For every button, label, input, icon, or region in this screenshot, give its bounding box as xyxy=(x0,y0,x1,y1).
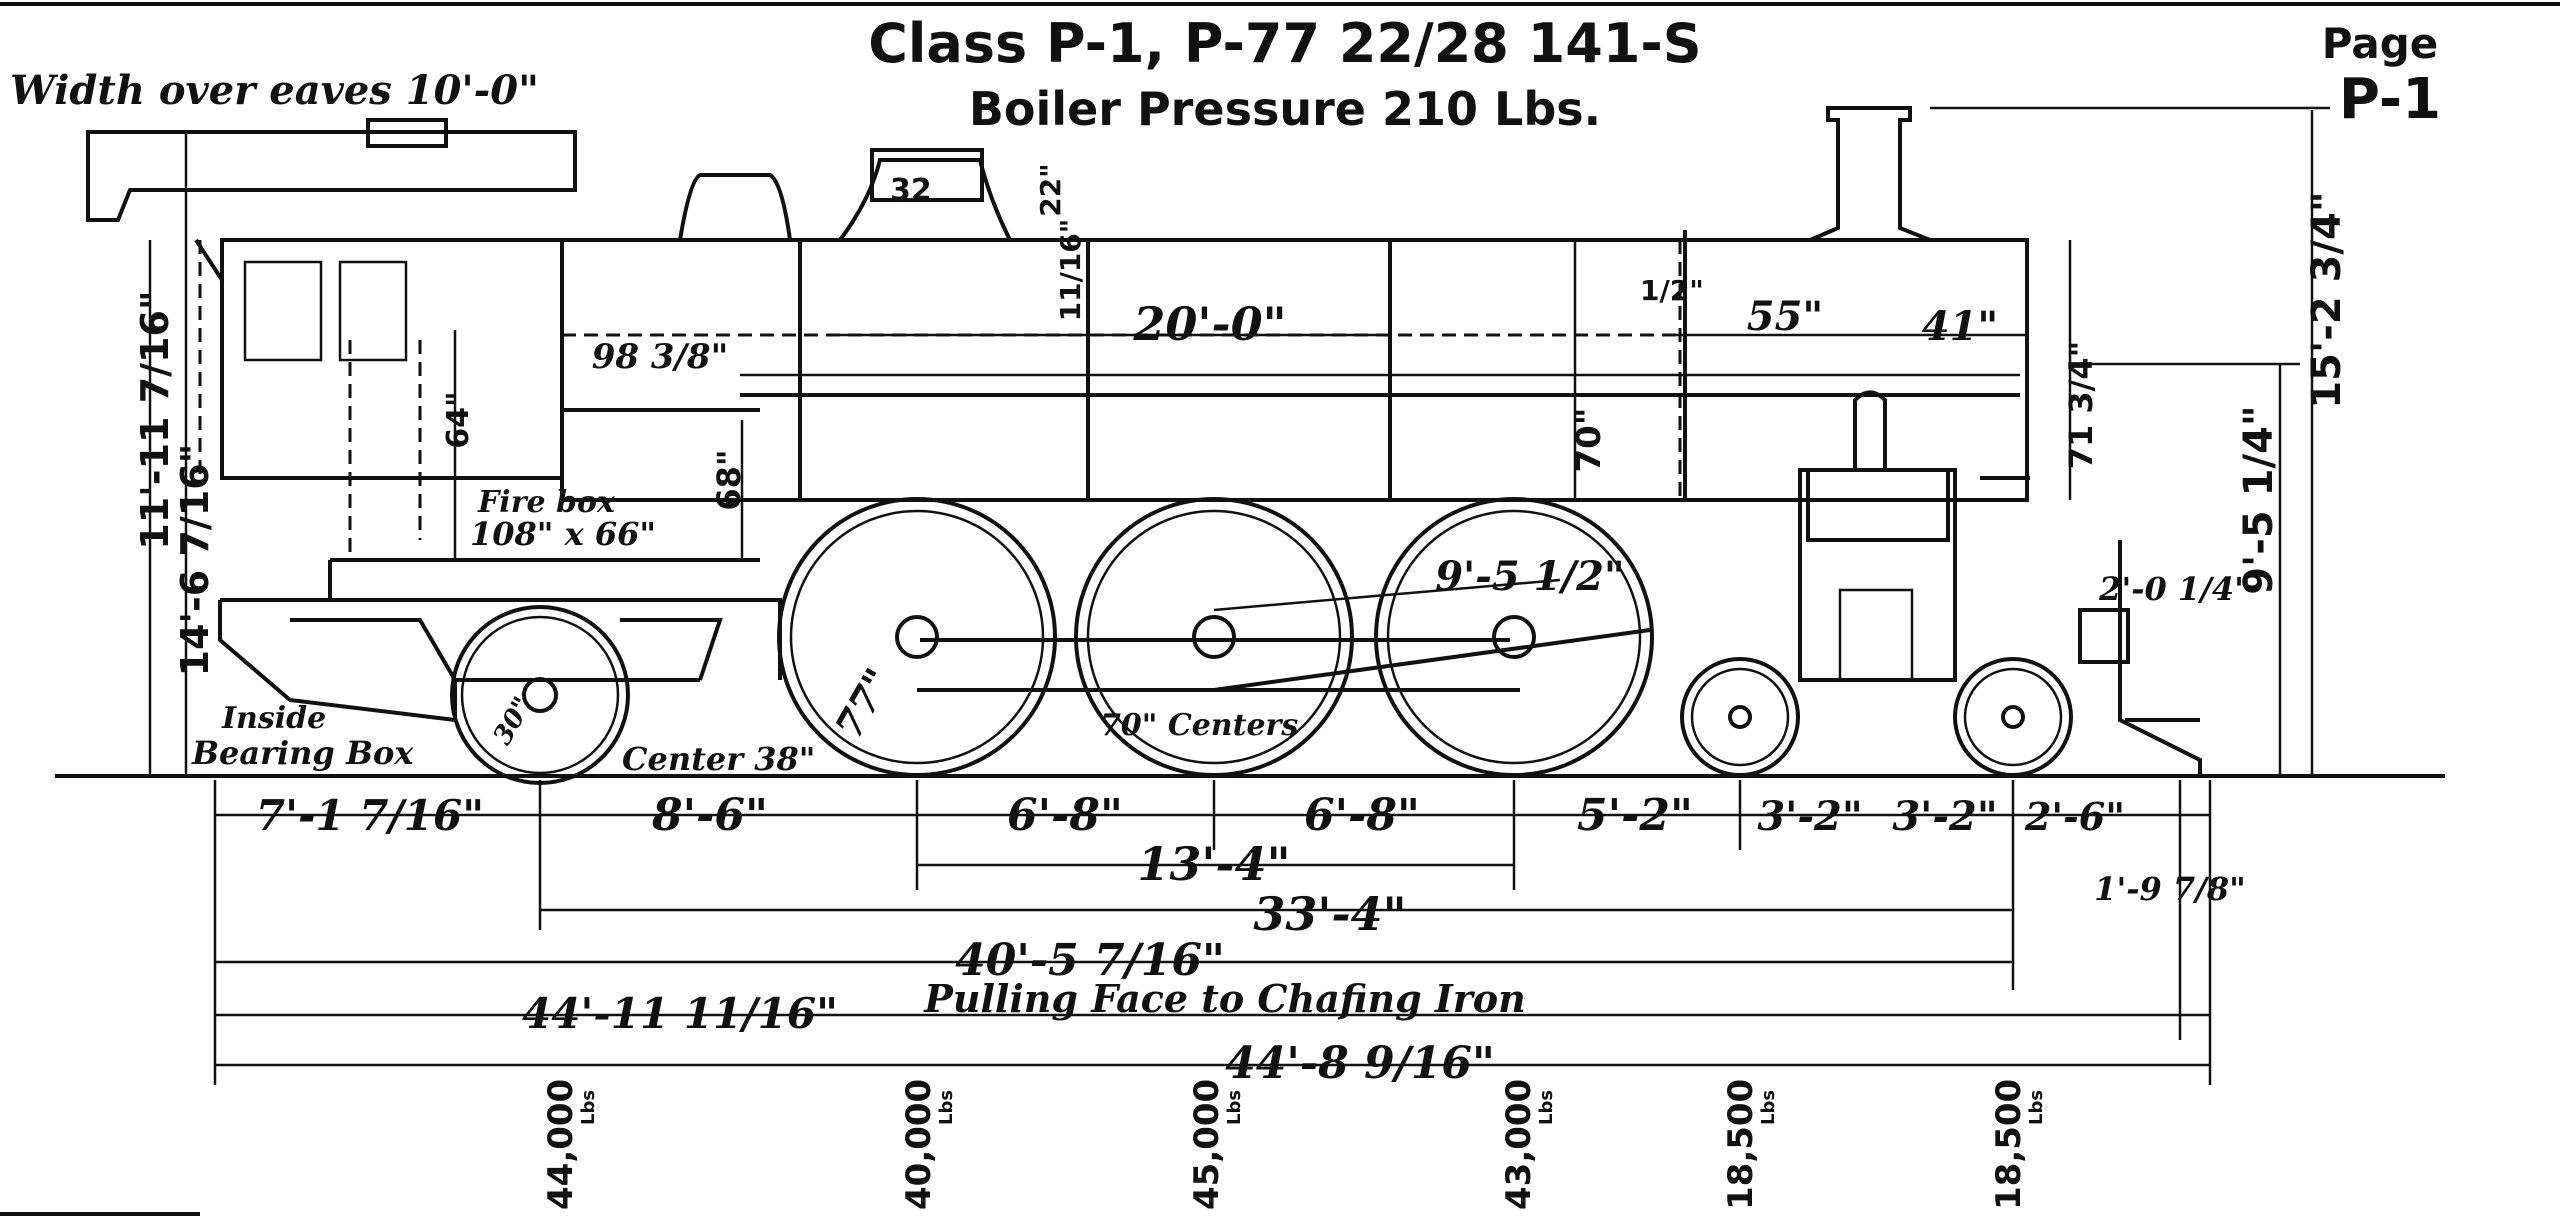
main-rod xyxy=(1213,628,1651,692)
span-7-1-7-16: 7'-1 7/16" xyxy=(256,791,484,840)
dim-70: 70" xyxy=(1569,407,1609,472)
front-end xyxy=(2078,540,2202,776)
axle-load-1: 44,000 Lbs xyxy=(541,1079,599,1210)
driver-wheel-1 xyxy=(777,497,1057,777)
axle-load-5: 18,500 Lbs xyxy=(1721,1079,1779,1210)
boiler xyxy=(560,230,2030,502)
pony-wheel-1 xyxy=(1680,657,1800,777)
width-over-eaves: Width over eaves 10'-0" xyxy=(10,67,539,114)
dim-22: 22" xyxy=(1034,163,1067,217)
height-9-5-1-4: 9'-5 1/4" xyxy=(2236,405,2282,595)
height-11-11-7-16: 11'-11 7/16" xyxy=(133,290,177,549)
firebox-label: Fire box xyxy=(477,485,616,520)
axle-load-value: 18,500 xyxy=(1721,1079,1761,1210)
axle-load-2: 40,000 Lbs xyxy=(899,1079,957,1210)
steam-dome xyxy=(678,173,792,241)
class-title: Class P-1, P-77 22/28 141-S xyxy=(868,12,1701,75)
dim-71-3-4: 71 3/4" xyxy=(2062,341,2100,470)
span-3-2-a: 3'-2" xyxy=(1757,793,1862,840)
span-6-8-b: 6'-8" xyxy=(1304,790,1420,841)
pony-wheel-2 xyxy=(1953,657,2073,777)
dim-half: 1/2" xyxy=(1640,274,1704,307)
axle-load-unit: Lbs xyxy=(578,1090,599,1125)
span-2-6: 2'-6" xyxy=(2024,794,2125,839)
span-40-5-7-16: 40'-5 7/16" xyxy=(955,935,1225,986)
center-38: Center 38" xyxy=(622,740,815,778)
axle-load-unit: Lbs xyxy=(936,1090,957,1125)
span-44-8-9-16: 44'-8 9/16" xyxy=(1225,1038,1495,1089)
trailing-wheel xyxy=(450,605,630,785)
axle-load-3: 45,000 Lbs xyxy=(1187,1079,1245,1210)
span-44-11-11-16: 44'-11 11/16" xyxy=(522,989,838,1038)
span-8-6: 8'-6" xyxy=(651,790,768,841)
span-6-8-a: 6'-8" xyxy=(1007,790,1123,841)
span-1-9-7-8: 1'-9 7/8" xyxy=(2094,870,2246,908)
dim-64: 64" xyxy=(441,391,476,448)
smokestack xyxy=(1809,106,1931,242)
axle-load-unit: Lbs xyxy=(1536,1090,1557,1125)
dim-9-5-1-2: 9'-5 1/2" xyxy=(1435,553,1625,600)
frame xyxy=(218,558,1510,723)
span-13-4: 13'-4" xyxy=(1137,837,1290,891)
dim-11-16: 11/16" xyxy=(1054,219,1087,322)
dim-41: 41" xyxy=(1922,303,1999,350)
span-3-2-b: 3'-2" xyxy=(1892,793,1997,840)
span-5-2: 5'-2" xyxy=(1577,790,1693,841)
inside-bearing-2: Bearing Box xyxy=(191,734,414,772)
spacing-dims xyxy=(213,780,2212,1085)
axle-load-value: 45,000 xyxy=(1187,1079,1227,1210)
dim-98-3-8: 98 3/8" xyxy=(592,337,729,377)
dim-55: 55" xyxy=(1747,293,1824,340)
axle-load-value: 44,000 xyxy=(541,1079,581,1210)
axle-load-6: 18,500 Lbs xyxy=(1989,1079,2047,1210)
axle-load-value: 18,500 xyxy=(1989,1079,2029,1210)
axle-load-value: 40,000 xyxy=(899,1079,939,1210)
boiler-pressure: Boiler Pressure 210 Lbs. xyxy=(969,82,1601,136)
span-33-4: 33'-4" xyxy=(1253,887,1406,941)
driver-wheel-2 xyxy=(1074,497,1354,777)
pulling-face-note: Pulling Face to Chafing Iron xyxy=(923,976,1525,1021)
axle-load-unit: Lbs xyxy=(1224,1090,1245,1125)
dim-32: 32 xyxy=(890,173,932,208)
firebox-size: 108" x 66" xyxy=(470,515,656,553)
front-appliance xyxy=(1798,390,1957,682)
dim-68: 68" xyxy=(710,449,748,510)
axle-load-4: 43,000 Lbs xyxy=(1499,1079,1557,1210)
axle-load-value: 43,000 xyxy=(1499,1079,1539,1210)
dim-2-0-1-4: 2'-0 1/4" xyxy=(2098,570,2251,608)
sand-dome xyxy=(838,148,1012,242)
wheel-30: 30" xyxy=(488,692,539,750)
axle-load-unit: Lbs xyxy=(1758,1090,1779,1125)
page-label: Page xyxy=(2322,19,2439,68)
dim-20-0: 20'-0" xyxy=(1132,297,1286,351)
height-15-2-3-4: 15'-2 3/4" xyxy=(2304,191,2350,408)
page-id: P-1 xyxy=(2339,67,2441,132)
inside-bearing-1: Inside xyxy=(221,701,326,736)
driver-wheel-3 xyxy=(1374,497,1654,777)
axle-load-unit: Lbs xyxy=(2026,1090,2047,1125)
height-14-6-7-16: 14'-6 7/16" xyxy=(173,444,217,677)
centers-70: 70" Centers xyxy=(1100,708,1298,743)
vertical-dims xyxy=(148,106,2330,776)
